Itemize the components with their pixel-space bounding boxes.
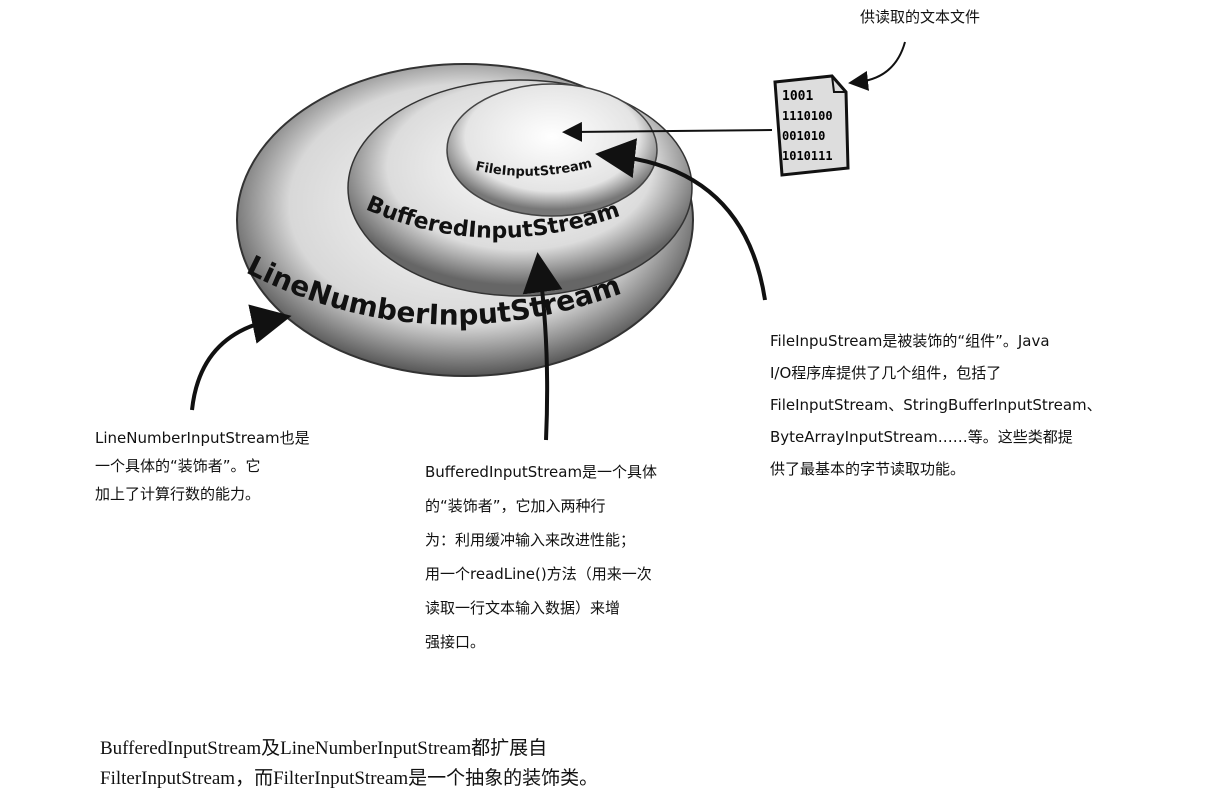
note-line: ByteArrayInputStream……等。这些类都提: [770, 428, 1073, 446]
note-line: FileInpuStream是被装饰的“组件”。Java: [770, 332, 1050, 350]
file-label: 供读取的文本文件: [860, 8, 980, 26]
arrow-file-to-inner: [562, 121, 773, 142]
note-line: FileInputStream、StringBufferInputStream、: [770, 396, 1102, 414]
caption-line: FilterInputStream，而FilterInputStream是一个抽…: [100, 768, 599, 789]
note-line: 的“装饰者”，它加入两种行: [425, 497, 606, 515]
text-file-icon: 1001 1110100 001010 1010111: [773, 74, 850, 177]
inner-ring: [446, 83, 658, 217]
note-file-input: FileInpuStream是被装饰的“组件”。Java I/O程序库提供了几个…: [770, 325, 1102, 485]
note-line-number: LineNumberInputStream也是 一个具体的“装饰者”。它 加上了…: [95, 424, 310, 508]
caption-line: BufferedInputStream及LineNumberInputStrea…: [100, 738, 548, 759]
note-line: 用一个readLine()方法（用来一次: [425, 565, 652, 583]
note-line: I/O程序库提供了几个组件，包括了: [770, 364, 1002, 382]
note-buffered: BufferedInputStream是一个具体 的“装饰者”，它加入两种行 为…: [425, 455, 657, 659]
caption: BufferedInputStream及LineNumberInputStrea…: [100, 734, 598, 794]
binary-line: 1001: [782, 89, 813, 104]
note-line: 供了最基本的字节读取功能。: [770, 460, 966, 478]
note-line: 为：利用缓冲输入来改进性能；: [425, 531, 636, 549]
binary-line: 001010: [782, 129, 825, 143]
note-line: BufferedInputStream是一个具体: [425, 463, 658, 481]
arrow-file-note: [595, 138, 767, 301]
note-line: 读取一行文本输入数据）来增: [425, 599, 621, 617]
binary-line: 1110100: [782, 109, 833, 123]
arrow-buffered-note: [522, 252, 563, 441]
note-line: LineNumberInputStream也是: [95, 429, 310, 447]
note-line: 加上了计算行数的能力。: [95, 485, 261, 503]
binary-line: 1010111: [782, 149, 833, 163]
note-line: 一个具体的“装饰者”。它: [95, 457, 261, 475]
arrow-file-label: [848, 41, 906, 91]
arrow-linenumber-note: [190, 304, 292, 411]
note-line: 强接口。: [425, 633, 486, 651]
